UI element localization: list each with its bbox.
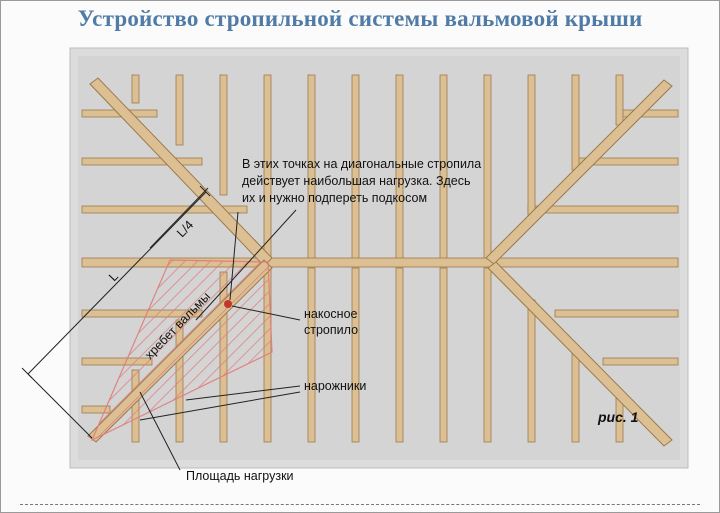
left-rafter-2 (81, 157, 203, 166)
top-jack-5 (571, 74, 580, 171)
top-common-rafters (131, 74, 624, 261)
bottom-rafter-6 (483, 267, 492, 443)
max-load-point (224, 300, 232, 308)
jack-rafters-label: нарожники (304, 379, 366, 393)
leader-note-to-point (229, 211, 239, 301)
note-line-3: их и нужно подпереть подкосом (242, 191, 427, 205)
bottom-edge (20, 504, 700, 511)
top-jack-2 (175, 74, 184, 146)
dim-tick-1 (199, 185, 211, 197)
dimension-lines (21, 185, 211, 439)
right-rafter-4 (554, 309, 679, 318)
leader-lines (139, 209, 301, 471)
note-line-2: действует наибольшая нагрузка. Здесь (242, 174, 471, 188)
hip-rafter-label-1: накосное (304, 307, 358, 321)
top-rafter-6 (483, 74, 492, 261)
hip-rafter-label-2: стропило (304, 323, 358, 337)
dim-line-l-quarter (149, 187, 209, 249)
note-line-1: В этих точках на диагональные стропила (242, 157, 481, 171)
bottom-jack-4 (527, 299, 536, 443)
leader-note-to-hip (195, 209, 297, 321)
load-area-label: Площадь нагрузки (186, 469, 294, 483)
leader-jack-1 (185, 385, 301, 401)
bottom-rafter-2 (307, 267, 316, 443)
ridge-beam (81, 257, 679, 268)
top-jack-3 (219, 74, 228, 196)
top-jack-1 (131, 74, 140, 104)
bottom-rafter-5 (439, 267, 448, 443)
leader-jack-2 (139, 391, 301, 421)
right-rafter-5 (602, 357, 679, 366)
leader-hip-rafter (231, 305, 301, 321)
dim-ext-1 (27, 373, 93, 439)
top-jack-6 (615, 74, 624, 126)
bottom-rafter-4 (395, 267, 404, 443)
left-rafter-3 (81, 205, 248, 214)
right-side-rafters (527, 109, 679, 366)
figure-label: рис. 1 (597, 409, 639, 425)
bottom-jack-5 (571, 347, 580, 443)
hip-rafter-top-left (89, 77, 273, 267)
bottom-rafter-3 (351, 267, 360, 443)
hip-rafter-bottom-right (487, 261, 673, 447)
leader-load-area (139, 391, 181, 471)
page-title: Устройство стропильной системы вальмовой… (77, 6, 643, 31)
top-jack-4 (527, 74, 536, 216)
dim-line-l (27, 191, 207, 375)
